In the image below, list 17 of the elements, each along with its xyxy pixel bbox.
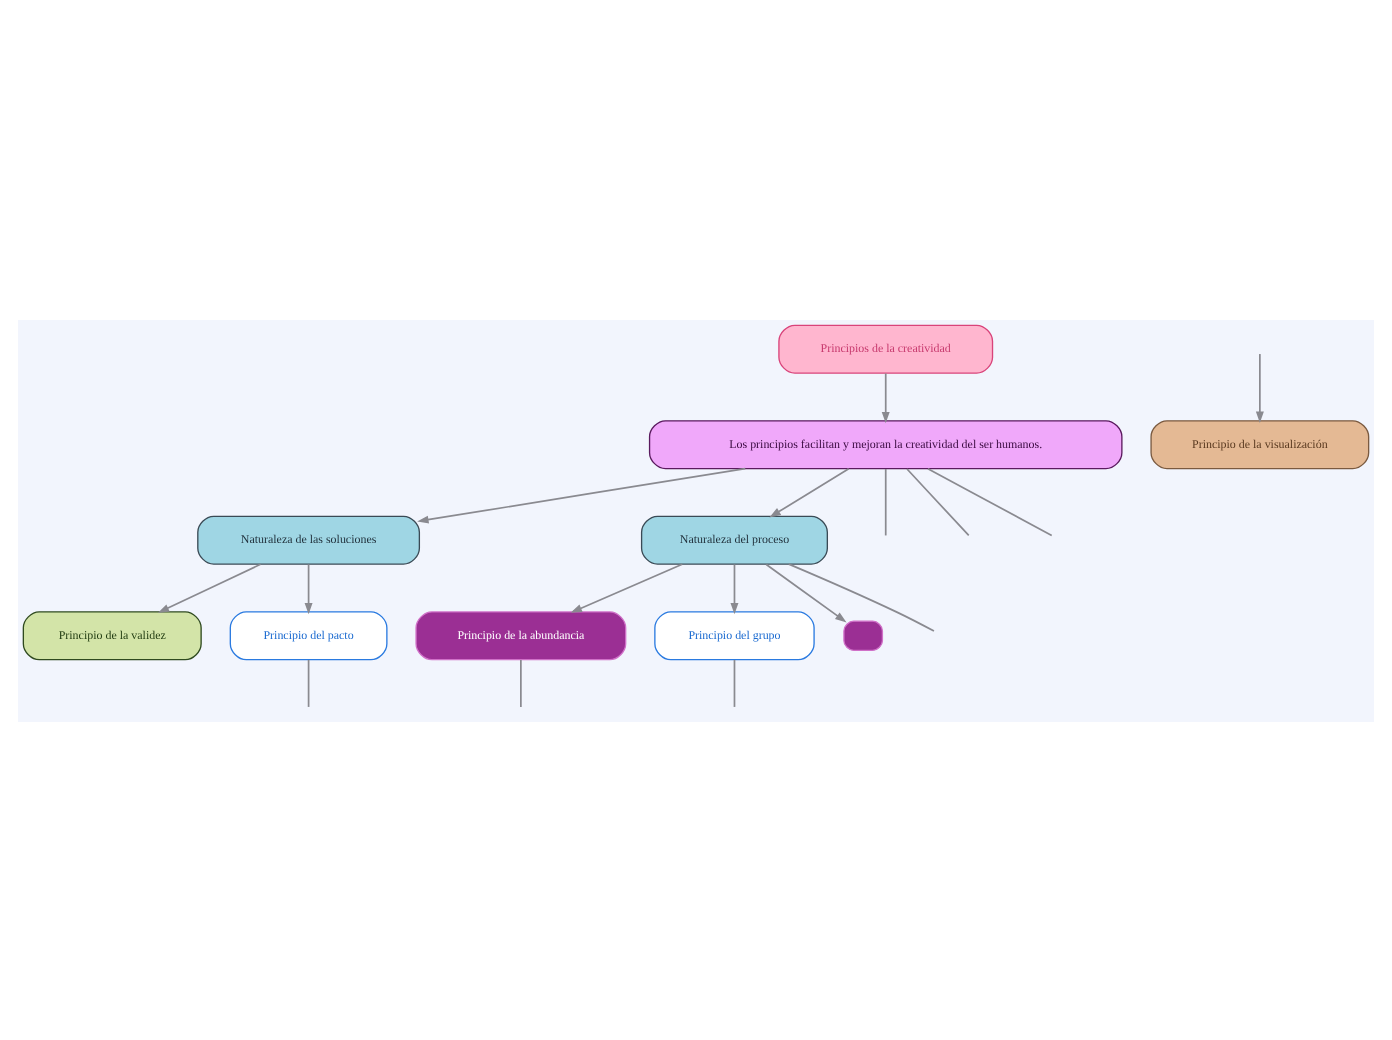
- arrow: [769, 466, 850, 517]
- connector: [927, 466, 1053, 536]
- connector: [520, 658, 522, 707]
- arrow: [417, 466, 747, 523]
- arrow: [570, 562, 684, 612]
- connector: [906, 467, 970, 536]
- connector: [787, 562, 935, 631]
- arrow: [730, 562, 739, 614]
- node-box: [843, 619, 884, 651]
- arrow: [1255, 352, 1264, 423]
- arrow: [765, 562, 847, 622]
- connector: [733, 658, 736, 707]
- arrow: [157, 562, 262, 612]
- connector: [307, 658, 310, 707]
- connector: [884, 467, 887, 536]
- arrow: [881, 371, 890, 423]
- arrow: [304, 562, 313, 614]
